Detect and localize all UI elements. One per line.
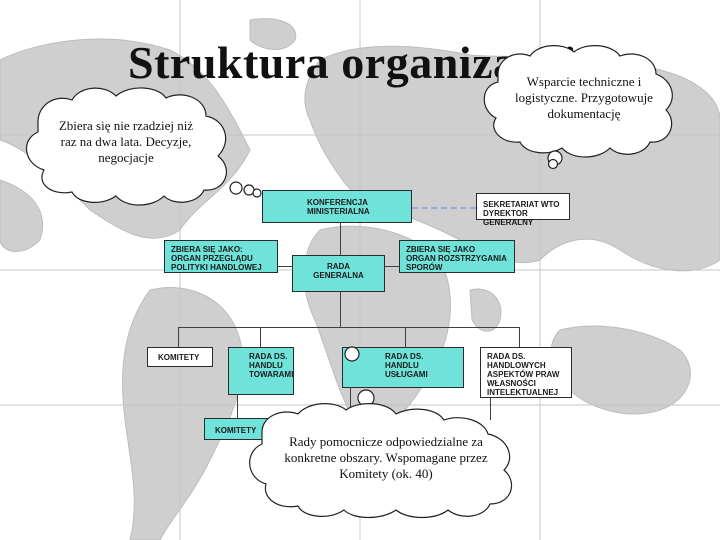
connector-services-down [350,388,351,420]
general-council-box: RADA GENERALNA [292,255,385,292]
callout-bottom-cloud [249,403,513,519]
committees-box: KOMITETY [147,347,213,367]
connector-council-to-dispute [385,266,399,267]
callout-left-text: Zbiera się nie rzadziej niż raz na dwa l… [58,118,194,165]
connector-to-trips-council [519,327,520,347]
callout-right-text: Wsparcie techniczne i logistyczne. Przyg… [515,74,653,121]
connector-trips-down [490,398,491,420]
callout-bottom-text: Rady pomocnicze odpowiedzialne za konkre… [284,434,488,481]
dispute-settlement-box: zbiera się jako ORGAN ROZSTRZYGANIA SPOR… [399,240,515,273]
ministerial-conference-box: KONFERENCJA MINISTERIALNA [262,190,412,223]
callout-left-cloud [25,87,227,206]
connector-horizontal-bus [178,327,520,328]
callout-left-tail-1 [229,181,243,195]
callout-left-tail-3 [252,188,262,198]
connector-to-services-council [405,327,406,347]
connector-ministerial-to-council [340,223,341,255]
trade-policy-review-box: zbiera się jako: ORGAN PRZEGLĄDU POLITYK… [164,240,278,273]
connector-council-to-review [278,266,292,267]
connector-council-down [340,292,341,328]
connector-goods-to-committees [237,395,238,418]
connector-to-committees [178,327,179,347]
connector-to-goods-council [260,327,261,347]
callout-right-tail-2 [547,158,559,170]
secretariat-box: Sekretariat WTO Dyrektor Generalny [476,193,570,227]
callout-bottom-tail-1 [344,346,360,362]
trips-council-box: RADA ds. HANDLOWYCH ASPEKTÓW PRAW WŁASNO… [480,347,572,398]
callout-right-cloud [483,45,673,158]
connector-ministerial-to-secretariat [412,207,476,209]
goods-council-box: RADA ds. HANDLU TOWARAMI [228,347,294,395]
services-council-box: RADA ds. HANDLU USŁUGAMI [342,347,464,388]
